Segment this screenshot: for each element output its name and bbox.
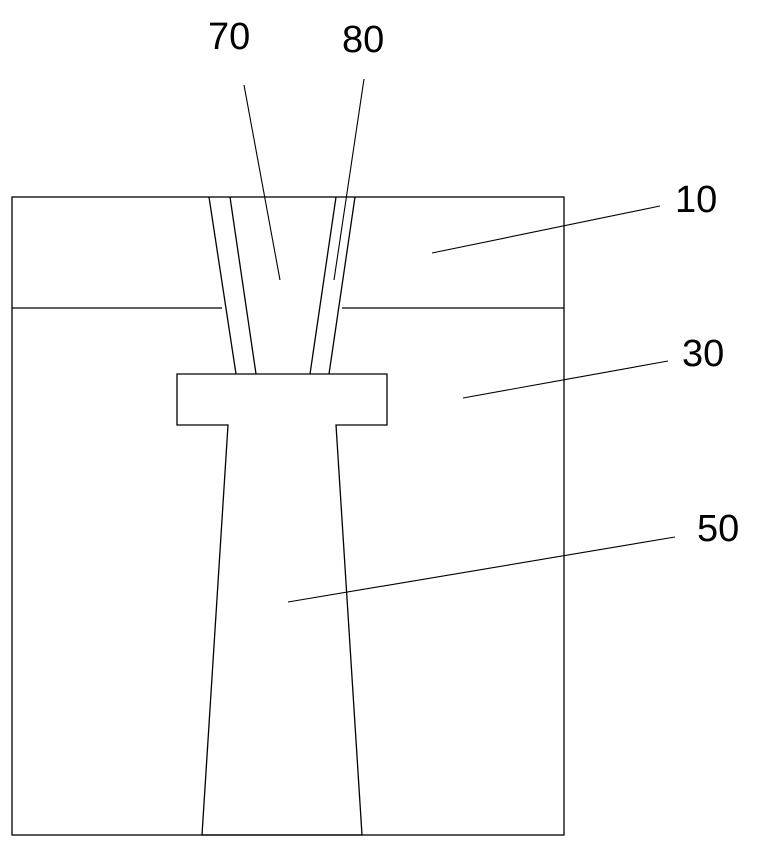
label-80: 80 [342,19,384,61]
via-outer-right-wall [328,196,356,375]
leader-line-30 [462,360,669,399]
leader-line-50 [287,536,676,603]
leader-line-80 [333,78,365,281]
via-outer-left-wall [208,196,237,375]
outer-frame [11,196,565,836]
via-inner-left-wall [229,196,257,375]
label-50: 50 [697,508,739,550]
plug-structure-50 [176,373,388,836]
leader-line-10 [431,205,661,254]
label-70: 70 [208,16,250,58]
label-10: 10 [675,179,717,221]
via-inner-right-wall [309,196,337,375]
leader-line-70 [243,84,281,281]
label-30: 30 [682,333,724,375]
